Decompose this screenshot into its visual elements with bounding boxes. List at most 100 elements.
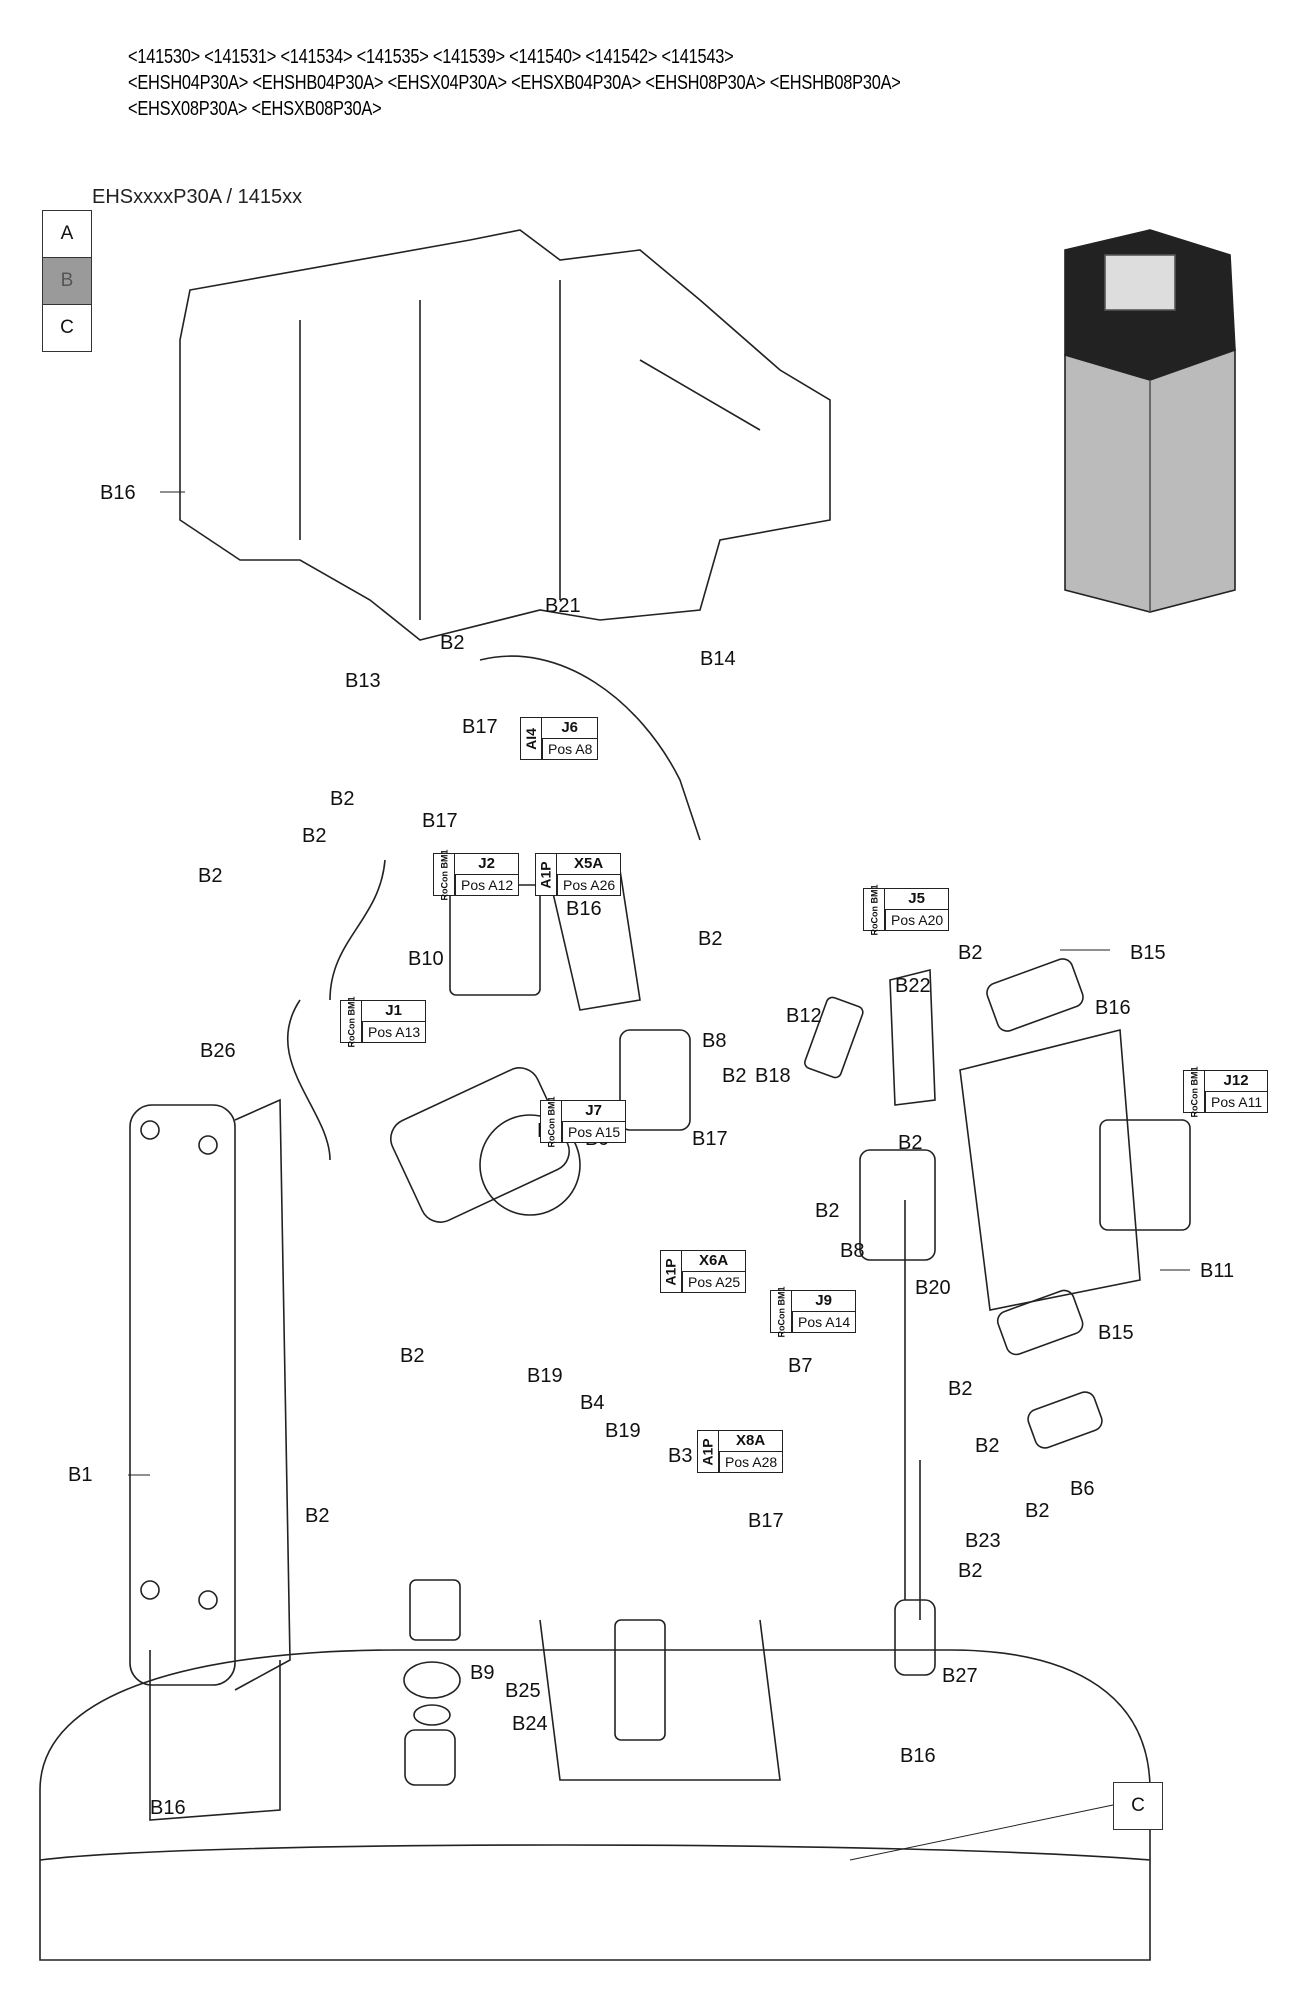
tag-board: RoCon BM1 — [346, 996, 356, 1047]
tag-board: RoCon BM1 — [439, 849, 449, 900]
tag-pos: Pos A12 — [455, 874, 520, 896]
part-label-b26: B26 — [200, 1040, 236, 1062]
part-label-b10: B10 — [408, 948, 444, 970]
tag-id: J6 — [542, 718, 598, 739]
tag-pos: Pos A8 — [542, 738, 599, 760]
part-label-b4: B4 — [580, 1392, 605, 1414]
tag-id: X8A — [719, 1431, 783, 1452]
section-b-selected[interactable]: B — [43, 258, 91, 305]
tag-id: J7 — [562, 1101, 626, 1122]
section-c[interactable]: C — [60, 317, 74, 338]
tag-id: J5 — [885, 889, 949, 910]
tag-pos: Pos A14 — [792, 1311, 857, 1333]
part-label-b2: B2 — [305, 1505, 330, 1527]
section-callout-c[interactable]: C — [1113, 1782, 1163, 1830]
part-label-b16: B16 — [100, 482, 136, 504]
part-label-b17: B17 — [422, 810, 458, 832]
part-label-b7: B7 — [788, 1355, 813, 1377]
part-label-b16: B16 — [1095, 997, 1131, 1019]
tag-id: J9 — [792, 1291, 856, 1312]
part-label-b19: B19 — [605, 1420, 641, 1442]
unit-thumbnail — [1064, 229, 1236, 613]
part-label-b14: B14 — [700, 648, 736, 670]
part-label-b2: B2 — [330, 788, 355, 810]
part-label-b17: B17 — [692, 1128, 728, 1150]
part-label-b8: B8 — [840, 1240, 865, 1262]
part-label-b6: B6 — [1070, 1478, 1095, 1500]
part-label-b3: B3 — [668, 1445, 693, 1467]
part-label-b27: B27 — [942, 1665, 978, 1687]
pipe-b26 — [286, 999, 331, 1161]
tag-id: J2 — [455, 854, 519, 875]
tag-pos: Pos A11 — [1205, 1091, 1269, 1113]
section-a[interactable]: A — [43, 211, 91, 258]
tag-pos: Pos A13 — [362, 1021, 427, 1043]
tag-board: A1P — [700, 1437, 717, 1466]
part-label-b2: B2 — [440, 632, 465, 654]
part-label-b21: B21 — [545, 595, 581, 617]
part-label-b2: B2 — [198, 865, 223, 887]
part-label-b13: B13 — [345, 670, 381, 692]
part-label-b16: B16 — [150, 1797, 186, 1819]
heat-exchanger-b1 — [129, 1104, 236, 1686]
header-line: <EHSX08P30A> <EHSXB08P30A> — [128, 98, 382, 120]
part-label-b2: B2 — [948, 1378, 973, 1400]
tag-id: J1 — [362, 1001, 426, 1022]
tag-id: X5A — [557, 854, 621, 875]
part-label-b2: B2 — [958, 942, 983, 964]
part-label-b22: B22 — [895, 975, 931, 997]
part-label-b8: B8 — [702, 1030, 727, 1052]
header-line: <EHSH04P30A> <EHSHB04P30A> <EHSX04P30A> … — [128, 72, 901, 94]
part-label-b25: B25 — [505, 1680, 541, 1702]
tag-id: X6A — [682, 1251, 746, 1272]
tag-board: RoCon BM1 — [869, 884, 879, 935]
part-label-b17: B17 — [748, 1510, 784, 1532]
part-label-b9: B9 — [470, 1662, 495, 1684]
tag-board: A1P — [538, 860, 555, 889]
part-label-b2: B2 — [722, 1065, 747, 1087]
tag-board: RoCon BM1 — [776, 1286, 786, 1337]
part-label-b15: B15 — [1098, 1322, 1134, 1344]
part-label-b18: B18 — [755, 1065, 791, 1087]
header-line: <141530> <141531> <141534> <141535> <141… — [128, 46, 734, 68]
part-label-b24: B24 — [512, 1713, 548, 1735]
tag-pos: Pos A20 — [885, 909, 950, 931]
header-model-list: <141530> <141531> <141534> <141535> <141… — [128, 44, 901, 122]
part-label-b20: B20 — [915, 1277, 951, 1299]
tag-pos: Pos A26 — [557, 874, 622, 896]
part-label-b2: B2 — [815, 1200, 840, 1222]
part-label-b2: B2 — [400, 1345, 425, 1367]
section-legend: A B C — [42, 210, 92, 352]
part-label-b16: B16 — [566, 898, 602, 920]
tag-board: RoCon BM1 — [546, 1096, 556, 1147]
pipe-b10 — [329, 859, 386, 1001]
part-label-b11: B11 — [1200, 1260, 1235, 1282]
part-label-b2: B2 — [975, 1435, 1000, 1457]
part-label-b16: B16 — [900, 1745, 936, 1767]
leader-lines — [128, 491, 1190, 1861]
part-label-b19: B19 — [527, 1365, 563, 1387]
tag-pos: Pos A25 — [682, 1271, 747, 1293]
tag-pos: Pos A15 — [562, 1121, 627, 1143]
base-tank — [39, 1649, 1151, 1961]
top-insulation-cover — [179, 229, 831, 641]
tag-board: RoCon BM1 — [1189, 1066, 1199, 1117]
part-label-b12: B12 — [786, 1005, 822, 1027]
part-label-b15: B15 — [1130, 942, 1166, 964]
part-label-b17: B17 — [462, 716, 498, 738]
pipe-b21 — [479, 655, 701, 841]
tag-pos: Pos A28 — [719, 1451, 784, 1473]
part-label-b23: B23 — [965, 1530, 1001, 1552]
tag-board: AI4 — [523, 727, 540, 750]
